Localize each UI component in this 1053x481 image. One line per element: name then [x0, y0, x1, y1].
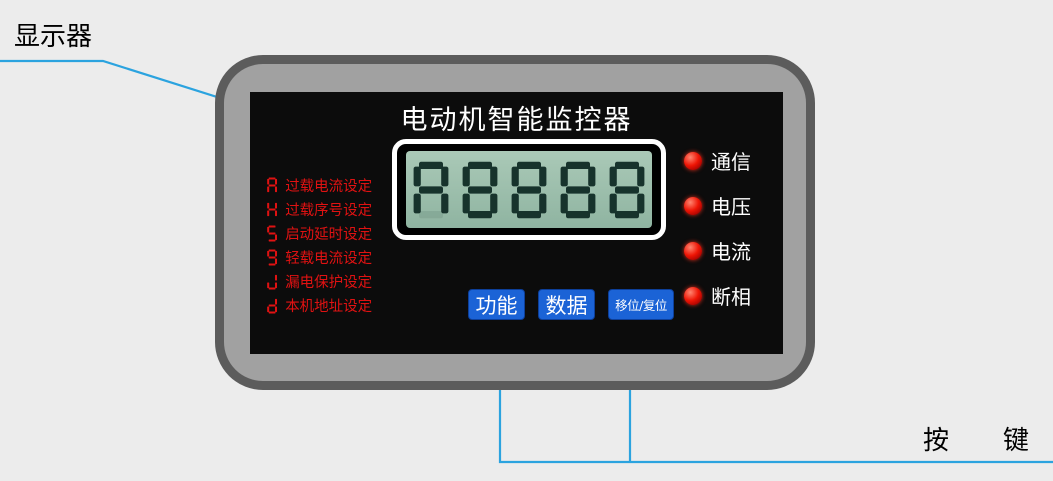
lcd-screen	[406, 151, 652, 228]
led-current-icon	[684, 241, 702, 260]
setting-label: 本机地址设定	[285, 299, 373, 315]
segment-symbol-H	[267, 201, 278, 218]
setting-label: 漏电保护设定	[285, 275, 373, 291]
led-phase-loss-icon	[684, 286, 702, 305]
setting-label: 过载序号设定	[285, 203, 373, 219]
settings-legend: 过载电流设定 过载序号设定 启动延时设定 轻载电流设定 漏电保护设定 本机地址设…	[267, 177, 373, 315]
setting-row-overload-current: 过载电流设定	[267, 177, 373, 195]
panel-buttons: 功能 数据 移位/复位	[468, 289, 674, 320]
setting-row-leakage: 漏电保护设定	[267, 273, 373, 291]
segment-symbol-A	[267, 177, 278, 194]
setting-label: 启动延时设定	[285, 227, 373, 243]
setting-label: 过载电流设定	[285, 179, 373, 195]
device-title: 电动机智能监控器	[400, 105, 633, 136]
function-button[interactable]: 功能	[468, 289, 525, 320]
lcd-digits	[413, 160, 645, 220]
segment-symbol-d	[267, 297, 278, 314]
setting-row-overload-seq: 过载序号设定	[267, 201, 373, 219]
led-label: 断相	[711, 285, 751, 309]
segment-symbol-9	[267, 249, 278, 266]
segment-symbol-J	[267, 273, 278, 290]
display-callout-label: 显示器	[14, 22, 93, 52]
led-indicators: 通信 电压 电流 断相	[684, 149, 751, 309]
setting-row-address: 本机地址设定	[267, 297, 373, 315]
lcd-display	[392, 139, 666, 240]
led-label: 电流	[711, 240, 751, 264]
setting-row-start-delay: 启动延时设定	[267, 225, 373, 243]
shift-reset-button[interactable]: 移位/复位	[608, 289, 674, 320]
led-row-comm: 通信	[684, 149, 751, 174]
led-comm-icon	[684, 151, 702, 170]
led-voltage-icon	[684, 196, 702, 215]
led-row-current: 电流	[684, 239, 751, 264]
led-row-voltage: 电压	[684, 194, 751, 219]
led-row-phase-loss: 断相	[684, 284, 751, 309]
keys-callout-label: 按 键	[922, 426, 1043, 456]
setting-label: 轻载电流设定	[285, 251, 373, 267]
setting-row-light-load: 轻载电流设定	[267, 249, 373, 267]
led-label: 电压	[711, 195, 751, 219]
led-label: 通信	[711, 150, 751, 174]
segment-symbol-S	[267, 225, 278, 242]
data-button[interactable]: 数据	[538, 289, 595, 320]
